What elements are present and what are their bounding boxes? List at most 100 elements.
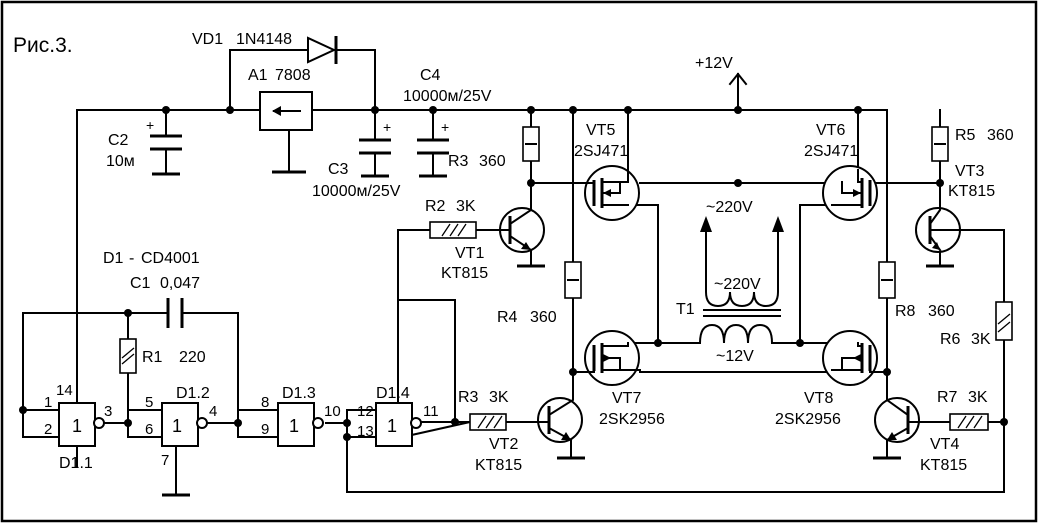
vt1-name: VT1 [455, 245, 484, 262]
transistor-vt2: VT2 KT815 [475, 392, 583, 474]
vt8-value: 2SK2956 [775, 411, 841, 428]
svg-text:3: 3 [104, 403, 112, 420]
c2-name: C2 [108, 132, 129, 149]
secondary-winding-label: ~12V [716, 348, 754, 365]
output-voltage-label: ~220V [706, 199, 753, 216]
mosfet-vt5: VT5 2SJ471 [574, 122, 640, 221]
capacitor-c4: + C4 10000м/25V [403, 67, 492, 155]
resistor-r8: R8 360 [878, 261, 955, 320]
svg-text:11: 11 [423, 403, 439, 420]
r6-name: R6 [940, 331, 961, 348]
svg-text:5: 5 [145, 394, 153, 411]
gate-d1-3-label: D1.3 [282, 385, 316, 402]
capacitor-c1: C1 0,047 [130, 275, 200, 328]
d1-chip-label: D1 - CD4001 [103, 250, 200, 267]
transistor-vt3: VT3 KT815 [915, 163, 995, 253]
svg-text:4: 4 [209, 403, 217, 420]
r2-name: R2 [425, 198, 446, 215]
transistor-vt1: VT1 KT815 [441, 195, 545, 282]
svg-text:13: 13 [357, 423, 374, 440]
r1-value: 220 [179, 349, 206, 366]
svg-text:6: 6 [145, 421, 153, 438]
gate-d1-1: 1 1 2 3 14 D1.1 [40, 382, 112, 472]
svg-text:1: 1 [172, 416, 182, 436]
primary-winding-label: ~220V [714, 276, 761, 293]
r7-name: R7 [937, 389, 958, 406]
d1-value: CD4001 [141, 250, 200, 267]
resistor-r3-top: R3 360 [448, 126, 540, 170]
ground-symbols [152, 170, 954, 497]
vt2-name: VT2 [489, 436, 518, 453]
vt3-value: KT815 [948, 183, 995, 200]
svg-text:+: + [383, 119, 391, 135]
r7-value: 3K [968, 389, 988, 406]
vd1-name: VD1 [192, 31, 223, 48]
r5-value: 360 [987, 127, 1014, 144]
capacitor-c2: + C2 10м [106, 117, 182, 170]
capacitor-c3: + C3 10000м/25V [312, 119, 401, 200]
svg-text:+: + [146, 117, 154, 133]
vt7-name: VT7 [612, 390, 641, 407]
vt7-value: 2SK2956 [599, 411, 665, 428]
svg-text:1: 1 [72, 416, 82, 436]
r3-top-name: R3 [448, 153, 469, 170]
r1-name: R1 [142, 349, 163, 366]
r6-value: 3K [971, 331, 991, 348]
d1-name: D1 [103, 250, 124, 267]
vt6-name: VT6 [816, 122, 845, 139]
svg-text:1: 1 [387, 416, 397, 436]
resistor-r6: R6 3K [940, 301, 1013, 348]
resistor-r7: R7 3K [937, 389, 989, 431]
resistor-r5: R5 360 [931, 126, 1014, 162]
vt3-name: VT3 [955, 163, 984, 180]
gate-d1-4-label: D1.4 [376, 385, 410, 402]
resistor-r2: R2 3K [425, 198, 477, 239]
r8-value: 360 [928, 303, 955, 320]
gate-d1-2: 1 5 6 4 7 D1.2 [144, 385, 217, 469]
mosfet-vt8: VT8 2SK2956 [775, 330, 878, 428]
vd1-value: 1N4148 [236, 31, 292, 48]
c1-name: C1 [130, 275, 151, 292]
t1-name: T1 [676, 301, 695, 318]
c3-value: 10000м/25V [312, 183, 401, 200]
vt6-value: 2SJ471 [804, 143, 858, 160]
mosfet-vt7: VT7 2SK2956 [584, 330, 665, 428]
resistor-r3-bottom: R3 3K [458, 389, 509, 431]
c3-name: C3 [328, 161, 349, 178]
r8-name: R8 [895, 303, 916, 320]
r3-top-value: 360 [479, 153, 506, 170]
c4-value: 10000м/25V [403, 88, 492, 105]
svg-text:10: 10 [324, 403, 341, 420]
diode-vd1: VD1 1N4148 [192, 31, 338, 64]
vt4-name: VT4 [930, 436, 959, 453]
vt5-value: 2SJ471 [574, 143, 628, 160]
c1-value: 0,047 [160, 275, 200, 292]
r4-name: R4 [497, 309, 518, 326]
regulator-a1: A1 7808 [248, 67, 313, 131]
supply-terminal: +12V [695, 55, 748, 86]
svg-text:14: 14 [56, 382, 73, 399]
mosfet-vt6: VT6 2SJ471 [804, 122, 878, 221]
gate-d1-1-label: D1.1 [59, 455, 93, 472]
svg-text:9: 9 [261, 421, 269, 438]
vt8-name: VT8 [804, 390, 833, 407]
r3-bottom-value: 3K [489, 389, 509, 406]
resistor-r4: R4 360 [497, 261, 582, 326]
r2-value: 3K [456, 198, 476, 215]
r3-bottom-name: R3 [458, 389, 479, 406]
r4-value: 360 [530, 309, 557, 326]
junction-dots [19, 106, 1008, 441]
transformer-t1: T1 ~220V ~12V ~220V [676, 199, 784, 365]
svg-text:12: 12 [357, 403, 374, 420]
transistor-vt4: VT4 KT815 [874, 392, 967, 474]
c4-name: C4 [420, 67, 441, 84]
vt5-name: VT5 [586, 122, 615, 139]
d1-separator: - [129, 250, 134, 267]
svg-text:+: + [441, 119, 449, 135]
a1-value: 7808 [275, 67, 311, 84]
supply-label: +12V [695, 55, 733, 72]
svg-text:1: 1 [289, 416, 299, 436]
c2-value: 10м [106, 153, 135, 170]
gate-d1-4: 1 12 13 11 D1.4 [357, 385, 439, 447]
